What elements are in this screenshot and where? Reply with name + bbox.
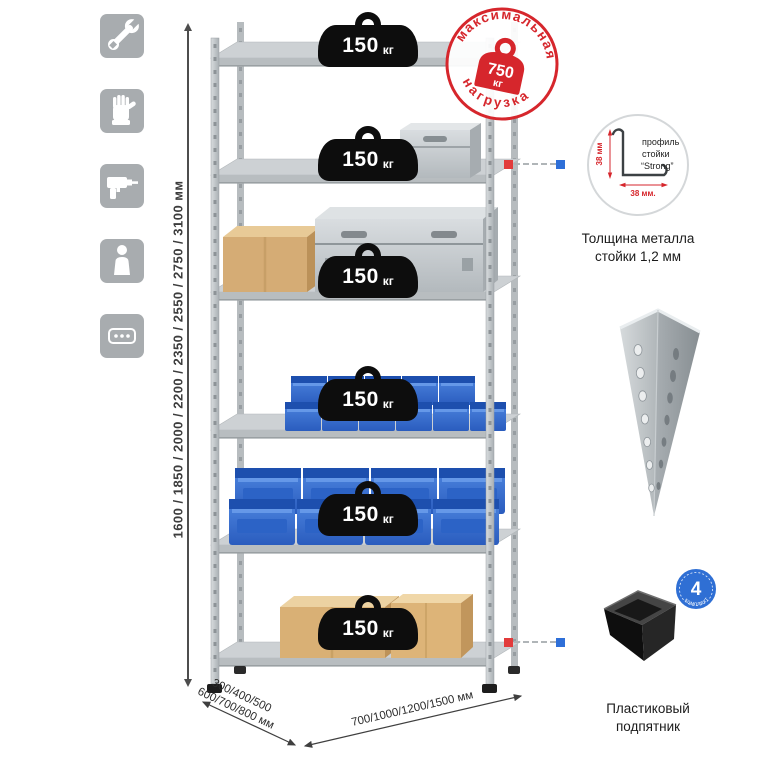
thickness-caption: Толщина металла стойки 1,2 мм — [581, 231, 695, 264]
tile-drill — [100, 164, 144, 208]
bottom-dimensions: 300/400/500 600/700/800 мм 700/1000/1200… — [196, 677, 523, 748]
angle-post-holes-left — [633, 344, 655, 493]
anchors-icon — [108, 328, 136, 344]
foot-marker-blue — [556, 638, 565, 647]
max-load-stamp: максимальная нагрузка 750 кг — [445, 5, 561, 121]
foot-connector-line — [514, 641, 556, 643]
person-icon — [114, 245, 130, 275]
svg-text:4: 4 — [691, 579, 702, 600]
drill-icon — [107, 177, 138, 199]
depth-dim-line — [201, 701, 297, 746]
tile-person — [100, 239, 144, 283]
angle-post-photo — [619, 308, 701, 517]
height-dim-line — [187, 30, 189, 680]
tile-wrench — [100, 14, 144, 58]
profile-connector-line — [514, 163, 556, 165]
gloves-icon — [112, 95, 136, 125]
height-dim-label: 1600 / 1850 / 2000 / 2200 / 2350 / 2550 … — [170, 180, 186, 539]
cardboard-box — [223, 226, 321, 292]
height-dim-arrow-top — [184, 23, 192, 31]
profile-marker-red — [504, 160, 513, 169]
profile-label-3: “Strong” — [641, 161, 674, 171]
svg-text:38 мм.: 38 мм. — [630, 189, 655, 198]
svg-text:кг: кг — [492, 77, 505, 91]
width-dim-line — [303, 694, 523, 748]
svg-text:750: 750 — [486, 60, 516, 82]
profile-label-1: профиль — [642, 137, 680, 147]
profile-detail: 38 мм 38 мм. профиль стойки “Strong” — [587, 114, 689, 216]
back-posts — [237, 22, 518, 670]
height-dim-arrow-bottom — [184, 679, 192, 687]
profile-dim-vertical: 38 мм — [595, 129, 613, 179]
angle-post-holes-right — [656, 348, 679, 490]
tile-anchors — [100, 314, 144, 358]
profile-marker-blue — [556, 160, 565, 169]
wrench-icon — [108, 18, 140, 50]
plastic-foot — [603, 590, 677, 661]
post-feet — [207, 666, 520, 693]
profile-label-2: стойки — [642, 149, 670, 159]
stamp-weight-icon: 750 кг — [474, 37, 525, 95]
profile-sketch — [611, 128, 668, 177]
foot-caption: Пластиковый подпятник — [606, 701, 690, 734]
foot-marker-red — [504, 638, 513, 647]
tile-gloves — [100, 89, 144, 133]
width-dim-label: 700/1000/1200/1500 мм — [350, 689, 474, 729]
svg-text:38 мм: 38 мм — [595, 142, 604, 165]
profile-dim-horizontal: 38 мм. — [619, 182, 668, 198]
plastic-foot-photo: 4 в комплекте — [590, 565, 718, 661]
shelving-unit — [207, 22, 522, 693]
